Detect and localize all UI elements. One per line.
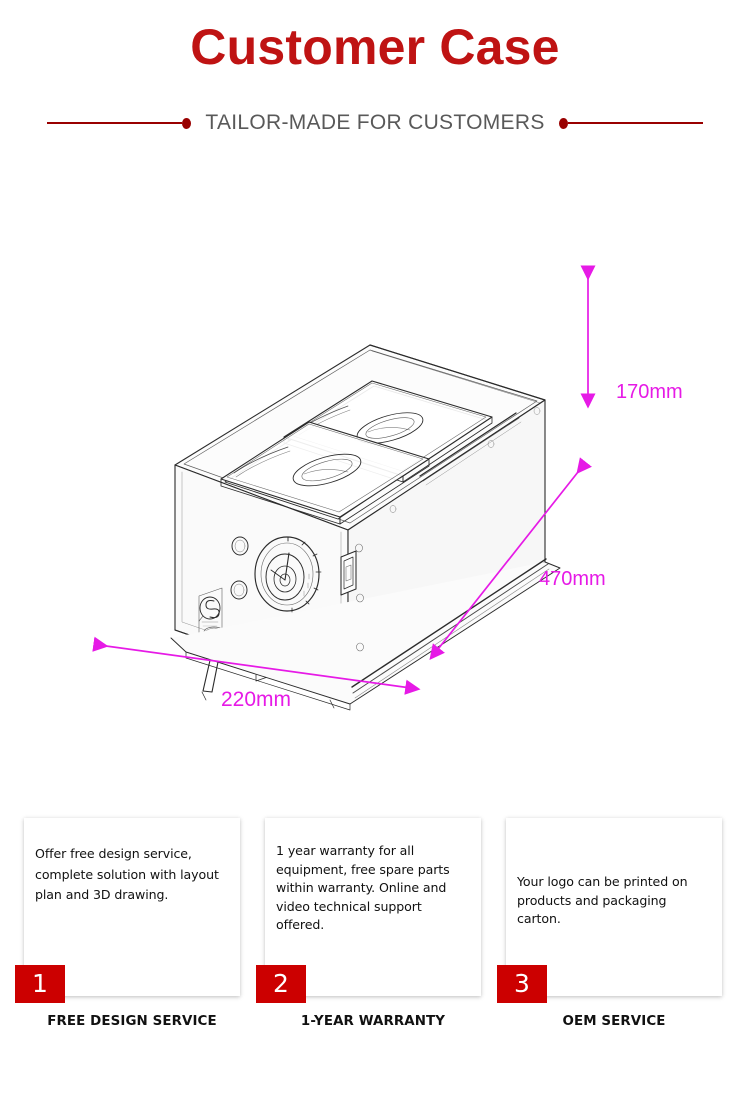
feature-cards: Offer free design service, complete solu… bbox=[0, 818, 750, 1058]
feature-card-caption: OEM SERVICE bbox=[562, 1014, 666, 1029]
diamond-dot-left-icon bbox=[182, 117, 192, 129]
feature-card-box: 1 year warranty for all equipment, free … bbox=[256, 818, 481, 1003]
feature-card-caption: 1-YEAR WARRANTY bbox=[300, 1014, 446, 1029]
diamond-dot-right-icon bbox=[558, 117, 568, 129]
rule-right bbox=[567, 122, 703, 124]
feature-card-body: Your logo can be printed on products and… bbox=[517, 874, 688, 926]
subtitle-row: TAILOR-MADE FOR CUSTOMERS bbox=[0, 108, 750, 138]
feature-card-3: Your logo can be printed on products and… bbox=[497, 818, 722, 1029]
product-dimension-figure: 170mm 470mm 220mm bbox=[0, 160, 750, 810]
feature-card-1: Offer free design service, complete solu… bbox=[15, 818, 240, 1029]
feature-card-2: 1 year warranty for all equipment, free … bbox=[256, 818, 481, 1029]
page-subtitle: TAILOR-MADE FOR CUSTOMERS bbox=[205, 111, 545, 134]
feature-card-number-badge: 1 bbox=[15, 965, 65, 1003]
rule-left bbox=[47, 122, 183, 124]
page-header: Customer Case TAILOR-MADE FOR CUSTOMERS bbox=[0, 0, 750, 160]
feature-card-body: Offer free design service, complete solu… bbox=[35, 846, 219, 902]
feature-card-box: Your logo can be printed on products and… bbox=[497, 818, 722, 1003]
feature-card-box: Offer free design service, complete solu… bbox=[15, 818, 240, 1003]
product-line-drawing bbox=[92, 265, 596, 711]
dimension-label-depth: 470mm bbox=[539, 568, 606, 590]
dimension-label-width: 220mm bbox=[221, 688, 292, 711]
feature-card-caption: FREE DESIGN SERVICE bbox=[47, 1014, 217, 1029]
feature-card-number-badge: 3 bbox=[497, 965, 547, 1003]
dimension-label-height: 170mm bbox=[616, 381, 683, 403]
feature-card-number-badge: 2 bbox=[256, 965, 306, 1003]
page-title: Customer Case bbox=[190, 19, 560, 75]
feature-card-body: 1 year warranty for all equipment, free … bbox=[276, 843, 450, 932]
